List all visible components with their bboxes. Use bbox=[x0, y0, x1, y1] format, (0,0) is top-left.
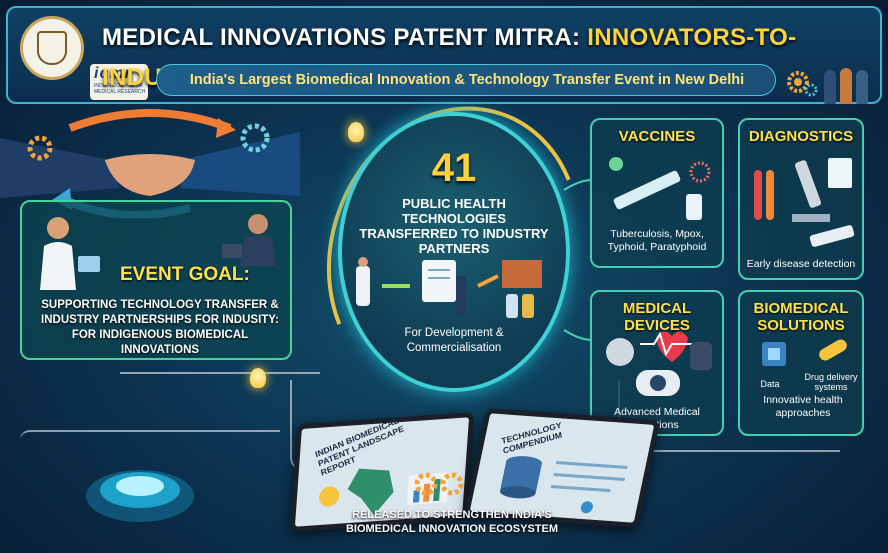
event-goal-text: SUPPORTING TECHNOLOGY TRANSFER & INDUSTR… bbox=[41, 299, 279, 356]
lightbulb-icon bbox=[250, 368, 266, 388]
circuit-trace bbox=[580, 450, 840, 480]
subtitle-banner: India's Largest Biomedical Innovation & … bbox=[156, 64, 776, 96]
biomedical-solutions-title: BIOMEDICAL SOLUTIONS bbox=[753, 300, 849, 334]
data-label: Data bbox=[760, 379, 780, 389]
vaccines-card: VACCINES Tuberculosis, Mpox, Typhoid, Pa… bbox=[590, 118, 724, 268]
glowing-chip-illustration bbox=[86, 470, 194, 522]
vaccines-title: VACCINES bbox=[618, 128, 696, 145]
technology-count: 41 bbox=[431, 146, 477, 190]
connector-arrows bbox=[563, 179, 593, 341]
lightbulb-icon bbox=[348, 122, 364, 142]
medical-devices-card: MEDICAL DEVICES Advanced Medical Solutio… bbox=[590, 290, 724, 436]
government-seal-logo bbox=[20, 16, 84, 80]
diagnostics-text: Early disease detection bbox=[746, 258, 856, 270]
icmr-logo-text: icmr bbox=[94, 65, 132, 82]
center-circle: 41 PUBLIC HEALTH TECHNOLOGIES TRANSFERRE… bbox=[338, 112, 570, 392]
event-goal-card: EVENT GOAL: SUPPORTING TECHNOLOGY TRANSF… bbox=[20, 200, 292, 360]
gear-icon bbox=[787, 71, 818, 97]
diagnostics-card: DIAGNOSTICS Early disease detection bbox=[738, 118, 864, 280]
circuit-trace bbox=[120, 372, 320, 412]
technology-compendium-tablet: TECHNOLOGY COMPENDIUM bbox=[463, 407, 661, 529]
microscope-icon bbox=[754, 158, 855, 247]
event-goal-title: EVENT GOAL: bbox=[120, 264, 250, 285]
icmr-logo-subtext: INDIAN COUNCIL OF MEDICAL RESEARCH bbox=[94, 83, 146, 95]
vaccines-text: Tuberculosis, Mpox, Typhoid, Paratyphoid bbox=[607, 228, 707, 253]
syringe-icon bbox=[609, 157, 711, 220]
center-headline: PUBLIC HEALTH TECHNOLOGIES TRANSFERRED T… bbox=[359, 196, 549, 256]
header-banner: icmr INDIAN COUNCIL OF MEDICAL RESEARCH … bbox=[6, 6, 882, 104]
center-caption: For Development & Commercialisation bbox=[404, 327, 504, 354]
data-chip-icon bbox=[762, 339, 847, 366]
handshake-illustration bbox=[0, 109, 300, 218]
release-caption: RELEASED TO STRENGTHEN INDIA'S BIOMEDICA… bbox=[345, 509, 559, 535]
medical-devices-title: MEDICAL DEVICES bbox=[622, 300, 692, 334]
subtitle: India's Largest Biomedical Innovation & … bbox=[189, 72, 745, 88]
biomedical-solutions-card: BIOMEDICAL SOLUTIONS Data Drug delivery … bbox=[738, 290, 864, 436]
businessman-illustration bbox=[222, 214, 276, 266]
heart-monitor-icon bbox=[606, 331, 712, 396]
page-title: MEDICAL INNOVATIONS PATENT MITRA: INNOVA… bbox=[102, 18, 872, 91]
circuit-trace bbox=[20, 430, 280, 470]
biomedical-solutions-text: Innovative health approaches bbox=[763, 394, 843, 419]
drug-delivery-label: Drug delivery systems bbox=[804, 372, 858, 392]
database-icon bbox=[499, 456, 628, 514]
title-part-1: MEDICAL INNOVATIONS PATENT MITRA: bbox=[102, 24, 581, 51]
icmr-logo: icmr INDIAN COUNCIL OF MEDICAL RESEARCH bbox=[90, 64, 148, 100]
technology-transfer-illustration bbox=[356, 257, 542, 318]
gear-icon bbox=[414, 472, 464, 496]
scientist-illustration bbox=[40, 217, 100, 290]
people-illustration bbox=[784, 64, 882, 104]
diagnostics-title: DIAGNOSTICS bbox=[748, 128, 854, 145]
